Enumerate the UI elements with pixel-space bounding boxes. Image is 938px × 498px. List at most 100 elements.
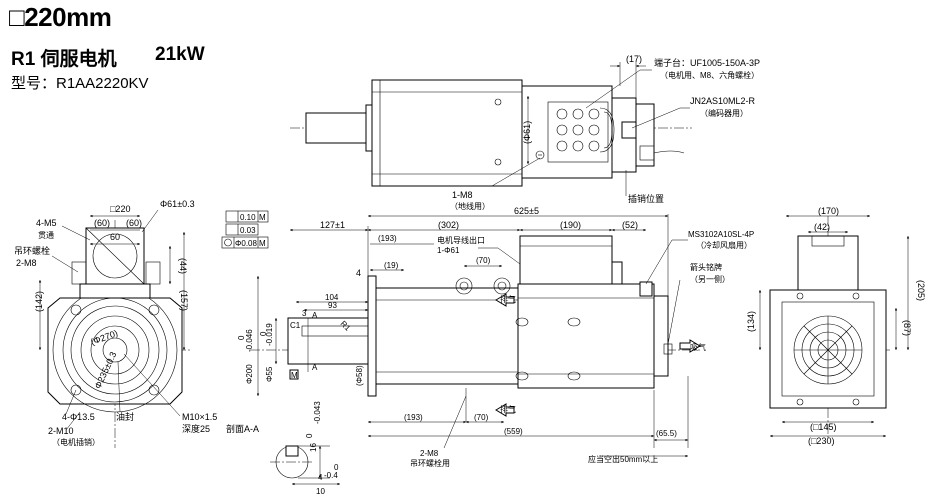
- dim-190: (190): [560, 220, 581, 230]
- key-10: 10: [316, 487, 325, 496]
- key-4: 4: [318, 473, 323, 482]
- dim-70-top: (70): [476, 256, 491, 265]
- eyebolt-m8: 2-M8: [16, 258, 37, 268]
- dim-205: (205): [916, 280, 926, 301]
- fan-connector-model: MS3102A10SL-4P: [688, 230, 754, 239]
- dim-93: 93: [328, 301, 337, 310]
- dim-200-tol: -0.046: [245, 329, 254, 352]
- dim-phi58: (Φ58): [355, 365, 364, 386]
- section-a-a: 剖面A-A 0 -0.043 16 4 -0.4 0 10: [226, 401, 340, 496]
- terminal-block: [547, 101, 609, 163]
- key-16-tol: -0.043: [313, 401, 322, 424]
- section-a-top: A: [312, 311, 318, 320]
- dim-60a: (60): [94, 218, 110, 228]
- shaft-end-circle: [102, 337, 128, 363]
- thread-m10x15: M10×1.5: [182, 412, 217, 422]
- dim-625: 625±5: [514, 206, 539, 216]
- nameplate-sub: （另一侧）: [690, 274, 730, 284]
- encoder-connector: [621, 121, 637, 139]
- fan-connector-sub: （冷却风扇用）: [696, 240, 752, 250]
- dim-193-top: (193): [378, 234, 397, 243]
- dim-square-145: (□145): [810, 422, 836, 432]
- m5-sub: 贯通: [38, 230, 54, 240]
- section-title: 剖面A-A: [226, 423, 259, 434]
- section-a-bottom: A: [312, 363, 318, 372]
- dim-87: (87): [902, 320, 912, 336]
- eyebolt-m8-sub: 吊环螺栓用: [410, 458, 450, 468]
- dim-19: (19): [384, 261, 399, 270]
- dim-559: (559): [504, 427, 523, 436]
- lead-exit-label: 电机导线出口: [437, 235, 485, 245]
- motor-model-line: R1 伺服电机: [11, 49, 117, 70]
- side-view: 0.10 M 0.03 Φ0.08 M 3 C1 R1 A A 104 93 M: [221, 206, 754, 468]
- dim-phi61: (Φ61): [522, 121, 532, 144]
- key-16-upper: 0: [305, 433, 314, 438]
- key-4-upper: 0: [334, 463, 339, 472]
- dim-4: 4: [356, 268, 361, 278]
- dim-70-bottom: (70): [474, 413, 489, 422]
- chamfer-c1: C1: [290, 321, 301, 330]
- dim-phi200: Φ200: [245, 364, 254, 384]
- dim-302: (302): [438, 220, 459, 230]
- fan-connector: [639, 281, 653, 297]
- ground-m8-label: 1-M8: [452, 190, 473, 200]
- key-16: 16: [309, 443, 318, 452]
- dim-square-230: (□230): [808, 436, 834, 446]
- dim-127: 127±1: [320, 220, 345, 230]
- intake-label: 吸气: [690, 342, 706, 352]
- exhaust-label-2: 排气: [500, 404, 516, 414]
- dim-55-upper: 0: [259, 331, 268, 336]
- eyebolt-m8-label: 2-M8: [420, 449, 439, 458]
- dim-142: (142): [34, 291, 44, 312]
- dim-104: 104: [325, 293, 339, 302]
- ground-m8-sub: （地线用）: [450, 201, 490, 211]
- m5-label: 4-M5: [36, 218, 57, 228]
- terminal-sub: （电机用、M8、六角螺栓）: [660, 70, 759, 80]
- nameplate-label: 箭头铭牌: [690, 262, 722, 272]
- dim-square-220: □220: [110, 204, 130, 214]
- dim-193-bottom: (193): [404, 413, 423, 422]
- dim-52: (52): [622, 220, 638, 230]
- dim-60c: 60: [110, 232, 120, 242]
- clearance-note: 应当空出50mm以上: [588, 454, 658, 464]
- side-terminal-box: [519, 235, 613, 285]
- ground-screw-icon: [535, 150, 545, 160]
- rear-view: (170) (42) (205) (87) (134) (□145) (□230…: [746, 206, 926, 446]
- pin-m10-sub: （电机插销）: [52, 437, 100, 447]
- dim-170: (170): [818, 206, 839, 216]
- eyebolt-label: 吊环螺栓: [14, 245, 50, 256]
- oil-seal-label: 油封: [116, 411, 134, 422]
- pin-position-label: 插销位置: [628, 193, 664, 204]
- holes-135: 4-Φ13.5: [62, 412, 95, 422]
- lead-exit-diameter: 1-Φ61: [437, 246, 460, 255]
- dim-phi55: Φ55: [265, 366, 274, 382]
- dim-200-upper: 0: [237, 335, 246, 340]
- motor-type-line: 型号：R1AA2220KV: [11, 75, 149, 92]
- dim-134: (134): [746, 311, 756, 332]
- exhaust-label-1: 排气: [500, 294, 516, 304]
- tol-runout-1-ref: M: [259, 213, 266, 222]
- encoder-connector-sub: （编码器用）: [700, 108, 748, 118]
- dim-17: (17): [626, 54, 642, 64]
- terminal-label: 端子台：UF1005-150A-3P: [654, 57, 760, 68]
- dim-44: (44): [178, 258, 188, 274]
- tol-runout-2: 0.03: [240, 226, 256, 235]
- top-view: (17) 端子台：UF1005-150A-3P （电机用、M8、六角螺栓） JN…: [290, 54, 760, 211]
- tolerance-frames: 0.10 M 0.03 Φ0.08 M: [221, 210, 269, 249]
- encoder-connector-label: JN2AS10ML2-R: [690, 96, 756, 106]
- tol-position: Φ0.08: [235, 239, 258, 248]
- dim-3: 3: [302, 309, 307, 318]
- thread-depth-25: 深度25: [182, 423, 210, 434]
- dim-42: (42): [814, 222, 830, 232]
- flange-view: □220 Φ61±0.3 4-M5 贯通 (60) (60) 60 吊环螺栓 2…: [14, 199, 217, 448]
- motor-power: 21kW: [155, 44, 205, 65]
- dim-55-tol: -0.019: [265, 323, 274, 346]
- datum-m: M: [291, 371, 298, 380]
- dim-157: (157): [179, 290, 189, 311]
- tol-runout-1: 0.10: [240, 213, 256, 222]
- dim-65-5: (65.5): [656, 429, 677, 438]
- air-direction-arrows: 排气 排气 吸气: [495, 293, 706, 417]
- dim-60b: (60): [126, 218, 142, 228]
- key-4-tol: -0.4: [324, 471, 338, 480]
